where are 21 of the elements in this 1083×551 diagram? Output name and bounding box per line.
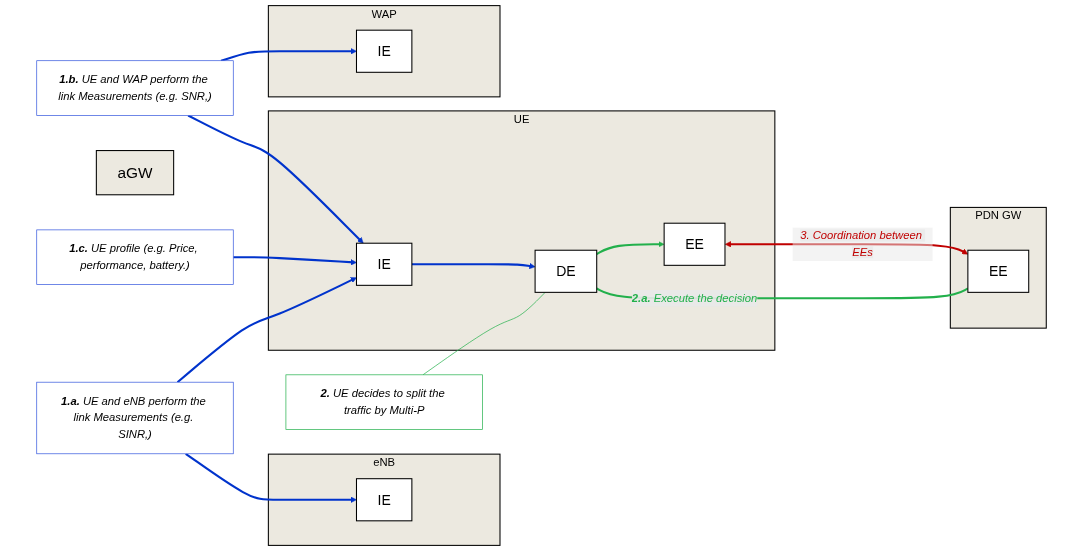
node-box: 1.c. UE profile (e.g. Price, performance, battery.) <box>36 229 234 285</box>
node-box: aGW <box>95 150 175 196</box>
node-box: IE <box>355 29 413 73</box>
arrow <box>176 277 357 383</box>
arrow <box>233 256 357 266</box>
node-box: IE <box>355 242 413 286</box>
node-box: 1.b. UE and WAP perform the link Measurements (e.g. SNR,) <box>36 60 234 116</box>
node-box: IE <box>355 478 413 522</box>
node-box: EE <box>967 249 1030 293</box>
edge-label: 3. Coordination between EEs <box>800 229 922 259</box>
node-box: 1.a. UE and eNB perform the link Measurements (e.g. SINR,) <box>36 381 234 455</box>
arrow <box>220 48 357 62</box>
arrow <box>596 241 665 255</box>
node-box: EE <box>663 222 726 266</box>
arrow <box>187 114 364 244</box>
arrow <box>411 262 536 270</box>
arrow <box>185 452 357 503</box>
connector <box>422 292 546 376</box>
edge-label: 2.a. Execute the decision <box>631 291 758 304</box>
node-box: 2. UE decides to split the traffic by Multi-P <box>285 374 483 430</box>
node-box: DE <box>534 249 598 293</box>
